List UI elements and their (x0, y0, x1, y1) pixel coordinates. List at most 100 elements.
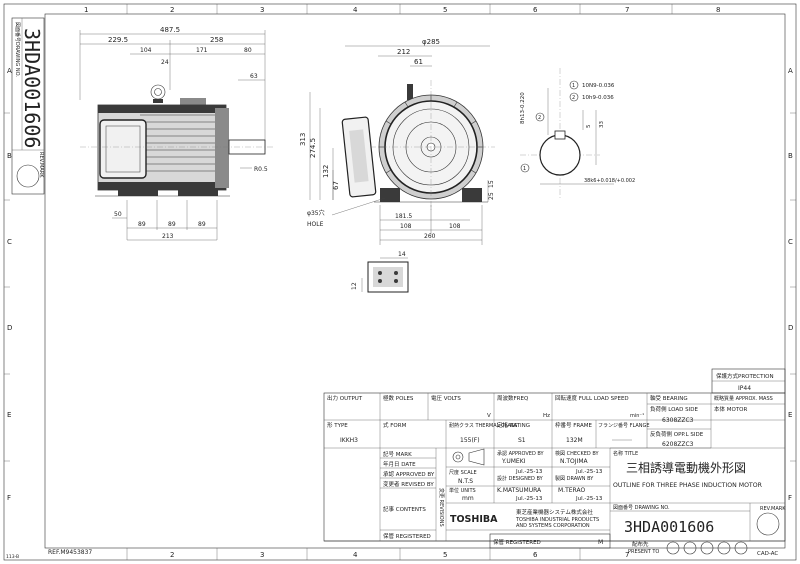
checked-name: N.TOJIMA (560, 458, 588, 465)
dim-5: 5 (586, 124, 592, 128)
row-f: F (7, 494, 11, 502)
dim-89-a: 89 (138, 221, 146, 228)
title-jp: 三相誘導電動機外形図 (626, 460, 746, 475)
dim-108-b: 108 (449, 223, 461, 230)
inner-border (44, 13, 786, 549)
approved-name: Y.UMEKI (501, 458, 526, 465)
row-markers: A B C D E F A B C D E F (4, 67, 796, 502)
company-en-2: AND SYSTEMS CORPORATION (516, 523, 590, 529)
col-3-bottom: 3 (260, 551, 264, 559)
speed-label: 回転速度 FULL LOAD SPEED (555, 394, 629, 402)
output-label: 出力 OUTPUT (327, 394, 363, 402)
company-en-1: TOSHIBA INDUSTRIAL PRODUCTS (515, 517, 599, 523)
side-tab: 図面番号DRAWING NO. 3HDA001606 REV.MARK (11, 17, 45, 195)
col-5: 5 (443, 6, 447, 14)
class-label: 耐熱クラス THERMAL CLASS (449, 422, 517, 429)
registered-bottom: 保管 REGISTERED (493, 538, 541, 546)
row-b: B (7, 152, 12, 160)
m-label: M (598, 539, 603, 546)
dim-63: 63 (250, 73, 258, 80)
opp-side-label: 反負荷側 OPP.L SIDE (650, 430, 704, 438)
col-2: 2 (170, 6, 174, 14)
class-value: 155(F) (460, 437, 480, 444)
dim-r0-5: R0.5 (254, 166, 268, 173)
row-b-right: B (788, 152, 793, 160)
dim-8h13: 8h13-0.220 (520, 92, 526, 124)
dim-260: 260 (424, 233, 436, 240)
dim-108-a: 108 (400, 223, 412, 230)
col-5-bottom: 5 (443, 551, 447, 559)
col-7-bottom: 7 (625, 551, 629, 559)
flange-label: フランジ番号 FLANGE (598, 422, 650, 429)
dim-212: 212 (397, 48, 410, 56)
side-tab-label: 図面番号DRAWING NO. (14, 22, 21, 77)
dim-213: 213 (162, 233, 174, 240)
dim-38k6: 38k6+0.018/+0.002 (584, 178, 635, 184)
motor-side-view: 487.5 229.5 258 104 24 171 80 63 (79, 26, 275, 241)
dim-50: 50 (114, 211, 122, 218)
dim-15: 15 (488, 180, 495, 188)
motor-front-view: φ285 212 61 313 274.5 132 67 (299, 38, 495, 245)
col-3: 3 (260, 6, 264, 14)
checked-date: Jul.-25-13 (575, 469, 603, 475)
ref-number: REF.M9453837 (48, 549, 92, 556)
volts-label: 電圧 VOLTS (431, 395, 461, 402)
approved-by-label: 承認 APPROVED BY (383, 470, 435, 478)
row-c: C (7, 238, 12, 246)
dim-274-5: 274.5 (309, 138, 317, 158)
projection-symbol (452, 448, 485, 466)
designed-label: 設計 DESIGNED BY (497, 475, 544, 482)
dim-89-c: 89 (198, 221, 206, 228)
dim-33: 33 (599, 121, 605, 128)
scale-value: N.T.S (458, 478, 473, 485)
shaft-detail: 8h13-0.220 5 33 1 10N9-0.036 2 10h9-0.03… (520, 68, 635, 200)
dim-24: 24 (161, 59, 169, 66)
dim-67: 67 (332, 181, 340, 190)
side-tab-drawing-no: 3HDA001606 (20, 28, 44, 148)
units-label: 単位 UNITS (449, 487, 476, 494)
col-1: 1 (84, 6, 88, 14)
cad-label: CAD-AC (757, 551, 778, 557)
body-label: 本体 MOTOR (714, 405, 748, 413)
col-8: 8 (716, 6, 720, 14)
row-e: E (7, 411, 11, 419)
dim-61: 61 (414, 58, 423, 66)
approved-date: Jul.-25-13 (515, 469, 543, 475)
column-markers-top: 1 2 3 4 5 6 7 8 (84, 4, 720, 14)
dim-171: 171 (196, 47, 208, 54)
terminal-box-detail: 14 12 (351, 251, 409, 293)
volts-unit: V (487, 413, 491, 419)
hole-label: HOLE (307, 221, 324, 228)
dim-12: 12 (351, 282, 358, 290)
dim-313: 313 (299, 133, 307, 146)
callout-2b: 2 (538, 115, 541, 121)
protection-value: IP44 (738, 385, 751, 392)
drawn-date: Jul.-25-13 (575, 496, 603, 502)
bearing-label: 軸受 BEARING (650, 394, 688, 402)
present-to: PRESENT TO (628, 549, 659, 555)
dim-80: 80 (244, 47, 252, 54)
designed-name: K.MATSUMURA (497, 487, 542, 494)
drawing-no: 3HDA001606 (624, 518, 714, 536)
dim-89-b: 89 (168, 221, 176, 228)
row-a-right: A (788, 67, 793, 75)
row-c-right: C (788, 238, 793, 246)
revised-by-label: 変更者 REVISED BY (383, 480, 434, 488)
approx-mass-label: 概略質量 APPROX. MASS (714, 395, 773, 402)
title-en: OUTLINE FOR THREE PHASE INDUCTION MOTOR (613, 482, 763, 489)
frame-value: 132M (566, 437, 583, 444)
poles-label: 極数 POLES (383, 394, 414, 402)
load-side-value: 6308ZZC3 (662, 417, 694, 424)
row-a: A (7, 67, 12, 75)
column-markers-bottom: 2 3 4 5 6 7 (126, 548, 629, 560)
title-label: 名称 TITLE (613, 450, 638, 457)
contents-label: 記事 CONTENTS (383, 505, 426, 513)
col-7: 7 (625, 6, 629, 14)
form-label: 式 FORM (383, 421, 407, 429)
speed-unit: min⁻¹ (630, 413, 644, 419)
scale-label: 尺度 SCALE (449, 469, 477, 476)
title-block: 保護方式PROTECTION IP44 出力 OUTPUT 極数 POLES 電… (323, 368, 786, 555)
rating-label: 定格 RATING (497, 421, 530, 429)
dim-104: 104 (140, 47, 152, 54)
dim-181-5: 181.5 (395, 213, 412, 220)
